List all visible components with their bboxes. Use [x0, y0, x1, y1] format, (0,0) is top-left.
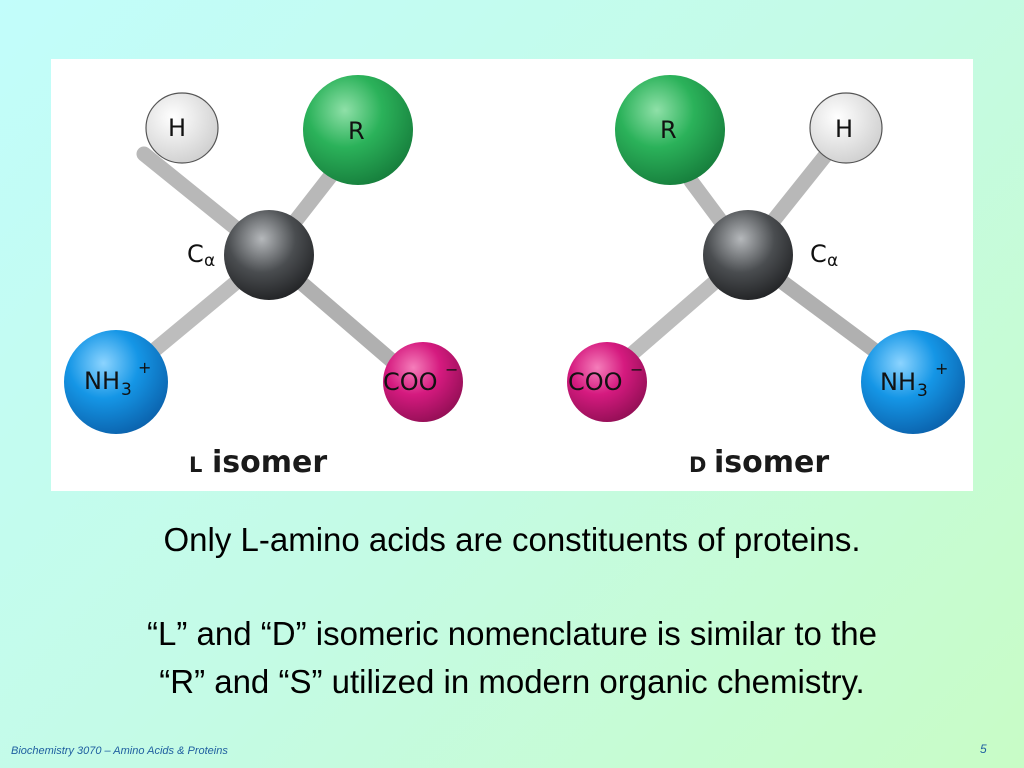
- d-isomer-model: R H C α COO − NH 3 + D isomer: [567, 75, 965, 480]
- isomer-diagram: H R C α NH 3 + COO − L isomer R H: [64, 75, 965, 480]
- l-r-group-label: R: [348, 117, 365, 145]
- l-hydrogen-label: H: [168, 114, 186, 142]
- l-alpha-subscript: α: [204, 251, 215, 271]
- l-alpha-carbon-label: C: [187, 240, 204, 268]
- d-r-group-atom: [615, 75, 725, 185]
- l-isomer-letter: L: [189, 453, 202, 477]
- l-hydrogen-atom: [145, 92, 219, 164]
- l-isomer-model: H R C α NH 3 + COO − L isomer: [64, 75, 463, 480]
- l-carboxyl-label: COO: [383, 368, 438, 396]
- l-r-group-atom: [303, 75, 413, 185]
- d-carboxyl-charge: −: [630, 360, 643, 379]
- d-r-group-label: R: [660, 116, 677, 144]
- d-amino-atom: [861, 330, 965, 434]
- d-amino-subscript: 3: [917, 381, 928, 401]
- slide-page-number: 5: [980, 742, 987, 756]
- l-amino-subscript: 3: [121, 380, 132, 400]
- d-hydrogen-label: H: [835, 115, 853, 143]
- d-carboxyl-atom: [567, 342, 647, 422]
- l-amino-charge: +: [138, 358, 151, 377]
- d-isomer-letter: D: [689, 453, 706, 477]
- d-isomer-caption: isomer: [714, 445, 829, 480]
- l-amino-atom: [64, 330, 168, 434]
- d-amino-label: NH: [880, 368, 916, 396]
- statement-nomenclature: “L” and “D” isomeric nomenclature is sim…: [0, 610, 1024, 706]
- d-carboxyl-label: COO: [568, 368, 623, 396]
- l-isomer-caption: isomer: [212, 445, 327, 480]
- l-amino-label: NH: [84, 367, 120, 395]
- l-carboxyl-atom: [383, 342, 463, 422]
- isomer-figure: H R C α NH 3 + COO − L isomer R H: [51, 59, 973, 491]
- statement-nomenclature-line-1: “L” and “D” isomeric nomenclature is sim…: [147, 615, 877, 652]
- d-hydrogen-atom: [809, 92, 883, 164]
- statement-l-amino-acids: Only L-amino acids are constituents of p…: [163, 521, 861, 558]
- statement-nomenclature-line-2: “R” and “S” utilized in modern organic c…: [159, 663, 865, 700]
- footer-course-title: Biochemistry 3070 – Amino Acids & Protei…: [11, 745, 228, 757]
- l-carboxyl-charge: −: [445, 360, 458, 379]
- d-amino-charge: +: [935, 359, 948, 378]
- d-alpha-subscript: α: [827, 251, 838, 271]
- d-alpha-carbon-label: C: [810, 240, 827, 268]
- d-alpha-carbon-atom: [703, 210, 793, 300]
- l-alpha-carbon-atom: [224, 210, 314, 300]
